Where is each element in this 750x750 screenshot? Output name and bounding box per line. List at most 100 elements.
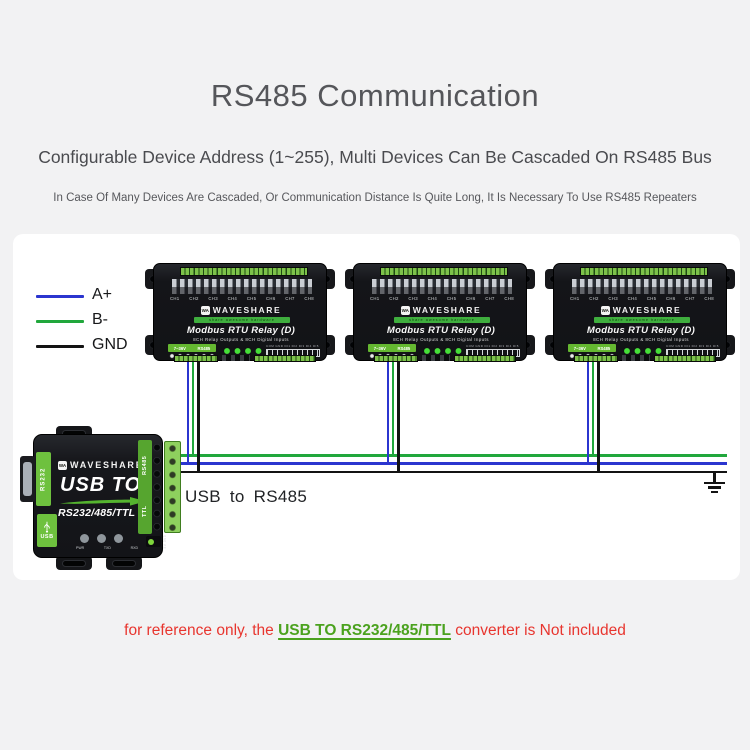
legend-label-a-plus: A+ bbox=[92, 286, 113, 303]
io-terminal-labels: COM GND DI1 DI2 DI3 DI4 DI5 DI6 DI7 DI8 bbox=[666, 344, 720, 348]
note-prefix: for reference only, the bbox=[124, 622, 279, 639]
wire-gnd-drop-1 bbox=[197, 358, 200, 473]
converter-model-line2: RS232/485/TTL bbox=[58, 507, 136, 519]
bottom-terminal-strip-left bbox=[574, 355, 618, 362]
terminal-label-band: RS485 TTL bbox=[138, 440, 152, 534]
rs485-terminal-label: RS485 bbox=[142, 455, 148, 475]
relay-bank bbox=[572, 279, 712, 294]
relay-product-description: 8CH Relay Outputs & 8CH Digital Inputs bbox=[393, 337, 489, 342]
mounting-tab bbox=[56, 556, 92, 570]
page-title: RS485 Communication bbox=[210, 78, 540, 113]
relay-product-name: Modbus RTU Relay (D) bbox=[386, 325, 496, 336]
io-terminal-labels: COM GND DI1 DI2 DI3 DI4 DI5 DI6 DI7 DI8 bbox=[266, 344, 320, 348]
relay-bank bbox=[372, 279, 512, 294]
wire-a-plus-drop-1 bbox=[186, 358, 190, 465]
relay-product-name: Modbus RTU Relay (D) bbox=[186, 325, 296, 336]
brand-name: WAVESHARE bbox=[70, 460, 144, 470]
wire-b-minus-drop-1 bbox=[191, 358, 195, 457]
waveshare-logo-icon: WA bbox=[58, 460, 67, 470]
relay-product-description: 8CH Relay Outputs & 8CH Digital Inputs bbox=[593, 337, 689, 342]
note-highlight: USB TO RS232/485/TTL bbox=[278, 622, 451, 639]
led-dot bbox=[114, 534, 123, 543]
led-dot bbox=[97, 534, 106, 543]
brand-name: WAVESHARE bbox=[612, 305, 682, 315]
bus-line-b-minus bbox=[181, 454, 727, 457]
waveshare-logo-icon: WA bbox=[400, 305, 410, 315]
bottom-connectors bbox=[222, 355, 250, 361]
legend-line-gnd bbox=[36, 344, 84, 348]
status-leds bbox=[222, 347, 264, 355]
waveshare-logo: WA WAVESHARE bbox=[554, 305, 728, 315]
waveshare-logo: WA WAVESHARE bbox=[354, 305, 528, 315]
voltage-switch-label: 5V 3V3 bbox=[163, 535, 167, 549]
bottom-terminal-strip-right bbox=[654, 355, 716, 362]
diagram-caption: USB to RS485 bbox=[185, 487, 308, 506]
waveshare-logo-icon: WA bbox=[200, 305, 210, 315]
bottom-terminal-strip-left bbox=[174, 355, 218, 362]
wire-b-minus-drop-2 bbox=[391, 358, 395, 457]
usb-converter-device: RS232 WA WAVESHARE USB TO RS232/485/TTL … bbox=[18, 424, 184, 574]
bus-line-a-plus bbox=[181, 462, 727, 465]
bottom-terminal-strip-right bbox=[254, 355, 316, 362]
status-leds bbox=[422, 347, 464, 355]
legend-label-b-minus: B- bbox=[92, 311, 108, 328]
led-dot bbox=[80, 534, 89, 543]
io-terminal-labels: COM GND DI1 DI2 DI3 DI4 DI5 DI6 DI7 DI8 bbox=[466, 344, 520, 348]
reference-note: for reference only, the USB TO RS232/485… bbox=[0, 622, 750, 640]
bottom-connectors bbox=[422, 355, 450, 361]
top-terminal-strip bbox=[580, 267, 708, 276]
relay-product-description: 8CH Relay Outputs & 8CH Digital Inputs bbox=[193, 337, 289, 342]
wire-gnd-drop-2 bbox=[397, 358, 400, 473]
converter-model-line1: USB TO bbox=[60, 474, 142, 496]
legend-label-gnd: GND bbox=[92, 336, 128, 353]
bottom-terminal-strip-right bbox=[454, 355, 516, 362]
voltage-switch bbox=[146, 536, 161, 547]
waveshare-logo: WA WAVESHARE bbox=[154, 305, 328, 315]
brand-name: WAVESHARE bbox=[212, 305, 282, 315]
bottom-connectors bbox=[622, 355, 650, 361]
usb-port-label: USB bbox=[37, 514, 57, 547]
wire-a-plus-drop-3 bbox=[586, 358, 590, 465]
brand-tagline: share awesome hardware bbox=[394, 317, 490, 323]
wire-gnd-drop-3 bbox=[597, 358, 600, 473]
green-arrow-underline bbox=[60, 497, 146, 506]
note-suffix: converter is Not included bbox=[450, 622, 626, 639]
top-terminal-strip bbox=[180, 267, 308, 276]
bus-line-gnd bbox=[181, 470, 727, 474]
wire-a-plus-drop-2 bbox=[386, 358, 390, 465]
mounting-tab bbox=[106, 556, 142, 570]
legend-line-b-minus bbox=[36, 319, 84, 323]
waveshare-logo-icon: WA bbox=[600, 305, 610, 315]
brand-tagline: share awesome hardware bbox=[194, 317, 290, 323]
brand-tagline: share awesome hardware bbox=[594, 317, 690, 323]
status-leds bbox=[622, 347, 664, 355]
page-subtitle: Configurable Device Address (1~255), Mul… bbox=[38, 147, 712, 167]
converter-leds bbox=[80, 534, 123, 543]
waveshare-logo: WA WAVESHARE bbox=[58, 460, 148, 470]
relay-bank bbox=[172, 279, 312, 294]
legend-line-a-plus bbox=[36, 294, 84, 298]
screw-terminal-block bbox=[164, 441, 181, 533]
usb-icon bbox=[44, 521, 50, 533]
top-terminal-strip bbox=[380, 267, 508, 276]
db9-rs232-connector bbox=[20, 456, 35, 502]
page-note: In Case Of Many Devices Are Cascaded, Or… bbox=[53, 192, 697, 204]
relay-product-name: Modbus RTU Relay (D) bbox=[586, 325, 696, 336]
brand-name: WAVESHARE bbox=[412, 305, 482, 315]
wire-b-minus-drop-3 bbox=[591, 358, 595, 457]
rs232-port-label: RS232 bbox=[36, 452, 51, 506]
terminal-screw-column bbox=[151, 441, 163, 533]
